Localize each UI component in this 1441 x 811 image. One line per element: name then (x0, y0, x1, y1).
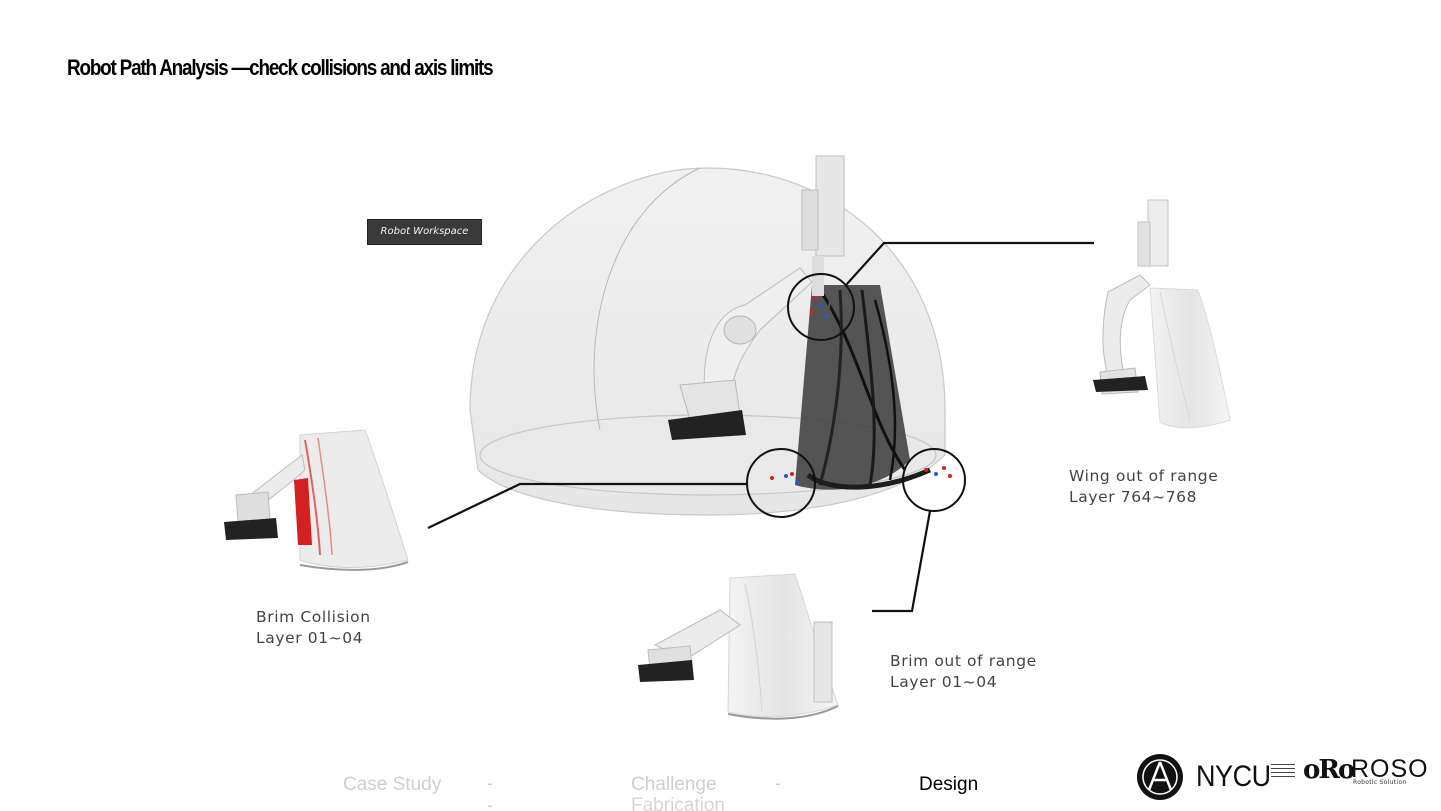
robot-workspace-label: Robot Workspace (367, 219, 482, 245)
wing-out-of-range-caption: Wing out of range Layer 764~768 (1069, 466, 1218, 508)
footer-separator: - (487, 795, 493, 811)
nycu-logo-lines (1271, 764, 1295, 777)
roso-logo-icon: oRo (1303, 755, 1355, 785)
roso-logo-text: ROSO (1351, 755, 1429, 783)
footer-nav-challenge[interactable]: Challenge (631, 774, 717, 795)
footer-nav-fabrication[interactable]: Fabrication (631, 795, 725, 811)
brim-collision-caption: Brim Collision Layer 01~04 (256, 607, 371, 649)
central-robot (668, 155, 845, 440)
footer-nav-case-study[interactable]: Case Study (343, 774, 442, 795)
circular-seal-icon (1137, 754, 1183, 800)
footer-nav-design[interactable]: Design (919, 774, 979, 795)
nycu-logo-text: NYCU (1196, 760, 1271, 793)
brim-out-of-range-layer: Layer 01~04 (890, 673, 998, 691)
page-title: Robot Path Analysis —check collisions an… (67, 55, 494, 80)
brim-collision-robot (224, 429, 409, 571)
wing-out-of-range-robot (1093, 199, 1231, 429)
footer-separator: - (775, 773, 781, 793)
wing-out-of-range-layer: Layer 764~768 (1069, 488, 1198, 506)
brim-out-of-range-caption: Brim out of range Layer 01~04 (890, 651, 1037, 693)
footer-separator: - (487, 773, 493, 793)
printed-structure-paths (795, 285, 932, 490)
problem-points (770, 296, 952, 484)
leader-lines (427, 241, 1094, 613)
brim-collision-layer: Layer 01~04 (256, 629, 364, 647)
brim-out-of-range-robot (638, 573, 839, 720)
brim-collision-title: Brim Collision (256, 608, 371, 626)
wing-out-of-range-title: Wing out of range (1069, 467, 1219, 485)
brim-out-of-range-title: Brim out of range (890, 652, 1037, 670)
roso-logo-subtitle: Robotic Solution (1353, 779, 1407, 786)
